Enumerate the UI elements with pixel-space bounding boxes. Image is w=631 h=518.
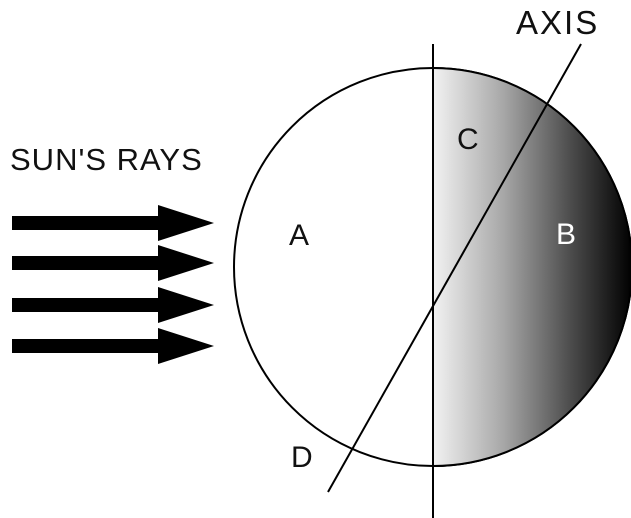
- sun-rays-label: SUN'S RAYS: [10, 142, 203, 177]
- sun-ray-arrow: [12, 205, 214, 241]
- point-label-a: A: [289, 219, 310, 252]
- point-label-d: D: [291, 441, 313, 474]
- sun-rays-arrows: [12, 205, 214, 364]
- sun-ray-arrow: [12, 328, 214, 364]
- axis-label: AXIS: [516, 4, 600, 41]
- tilted-axis-line: [327, 43, 582, 493]
- point-label-c: C: [457, 123, 479, 156]
- point-label-b: B: [556, 218, 577, 251]
- sun-ray-arrow: [12, 245, 214, 281]
- sun-ray-arrow: [12, 287, 214, 323]
- night-side-shading: [433, 67, 631, 467]
